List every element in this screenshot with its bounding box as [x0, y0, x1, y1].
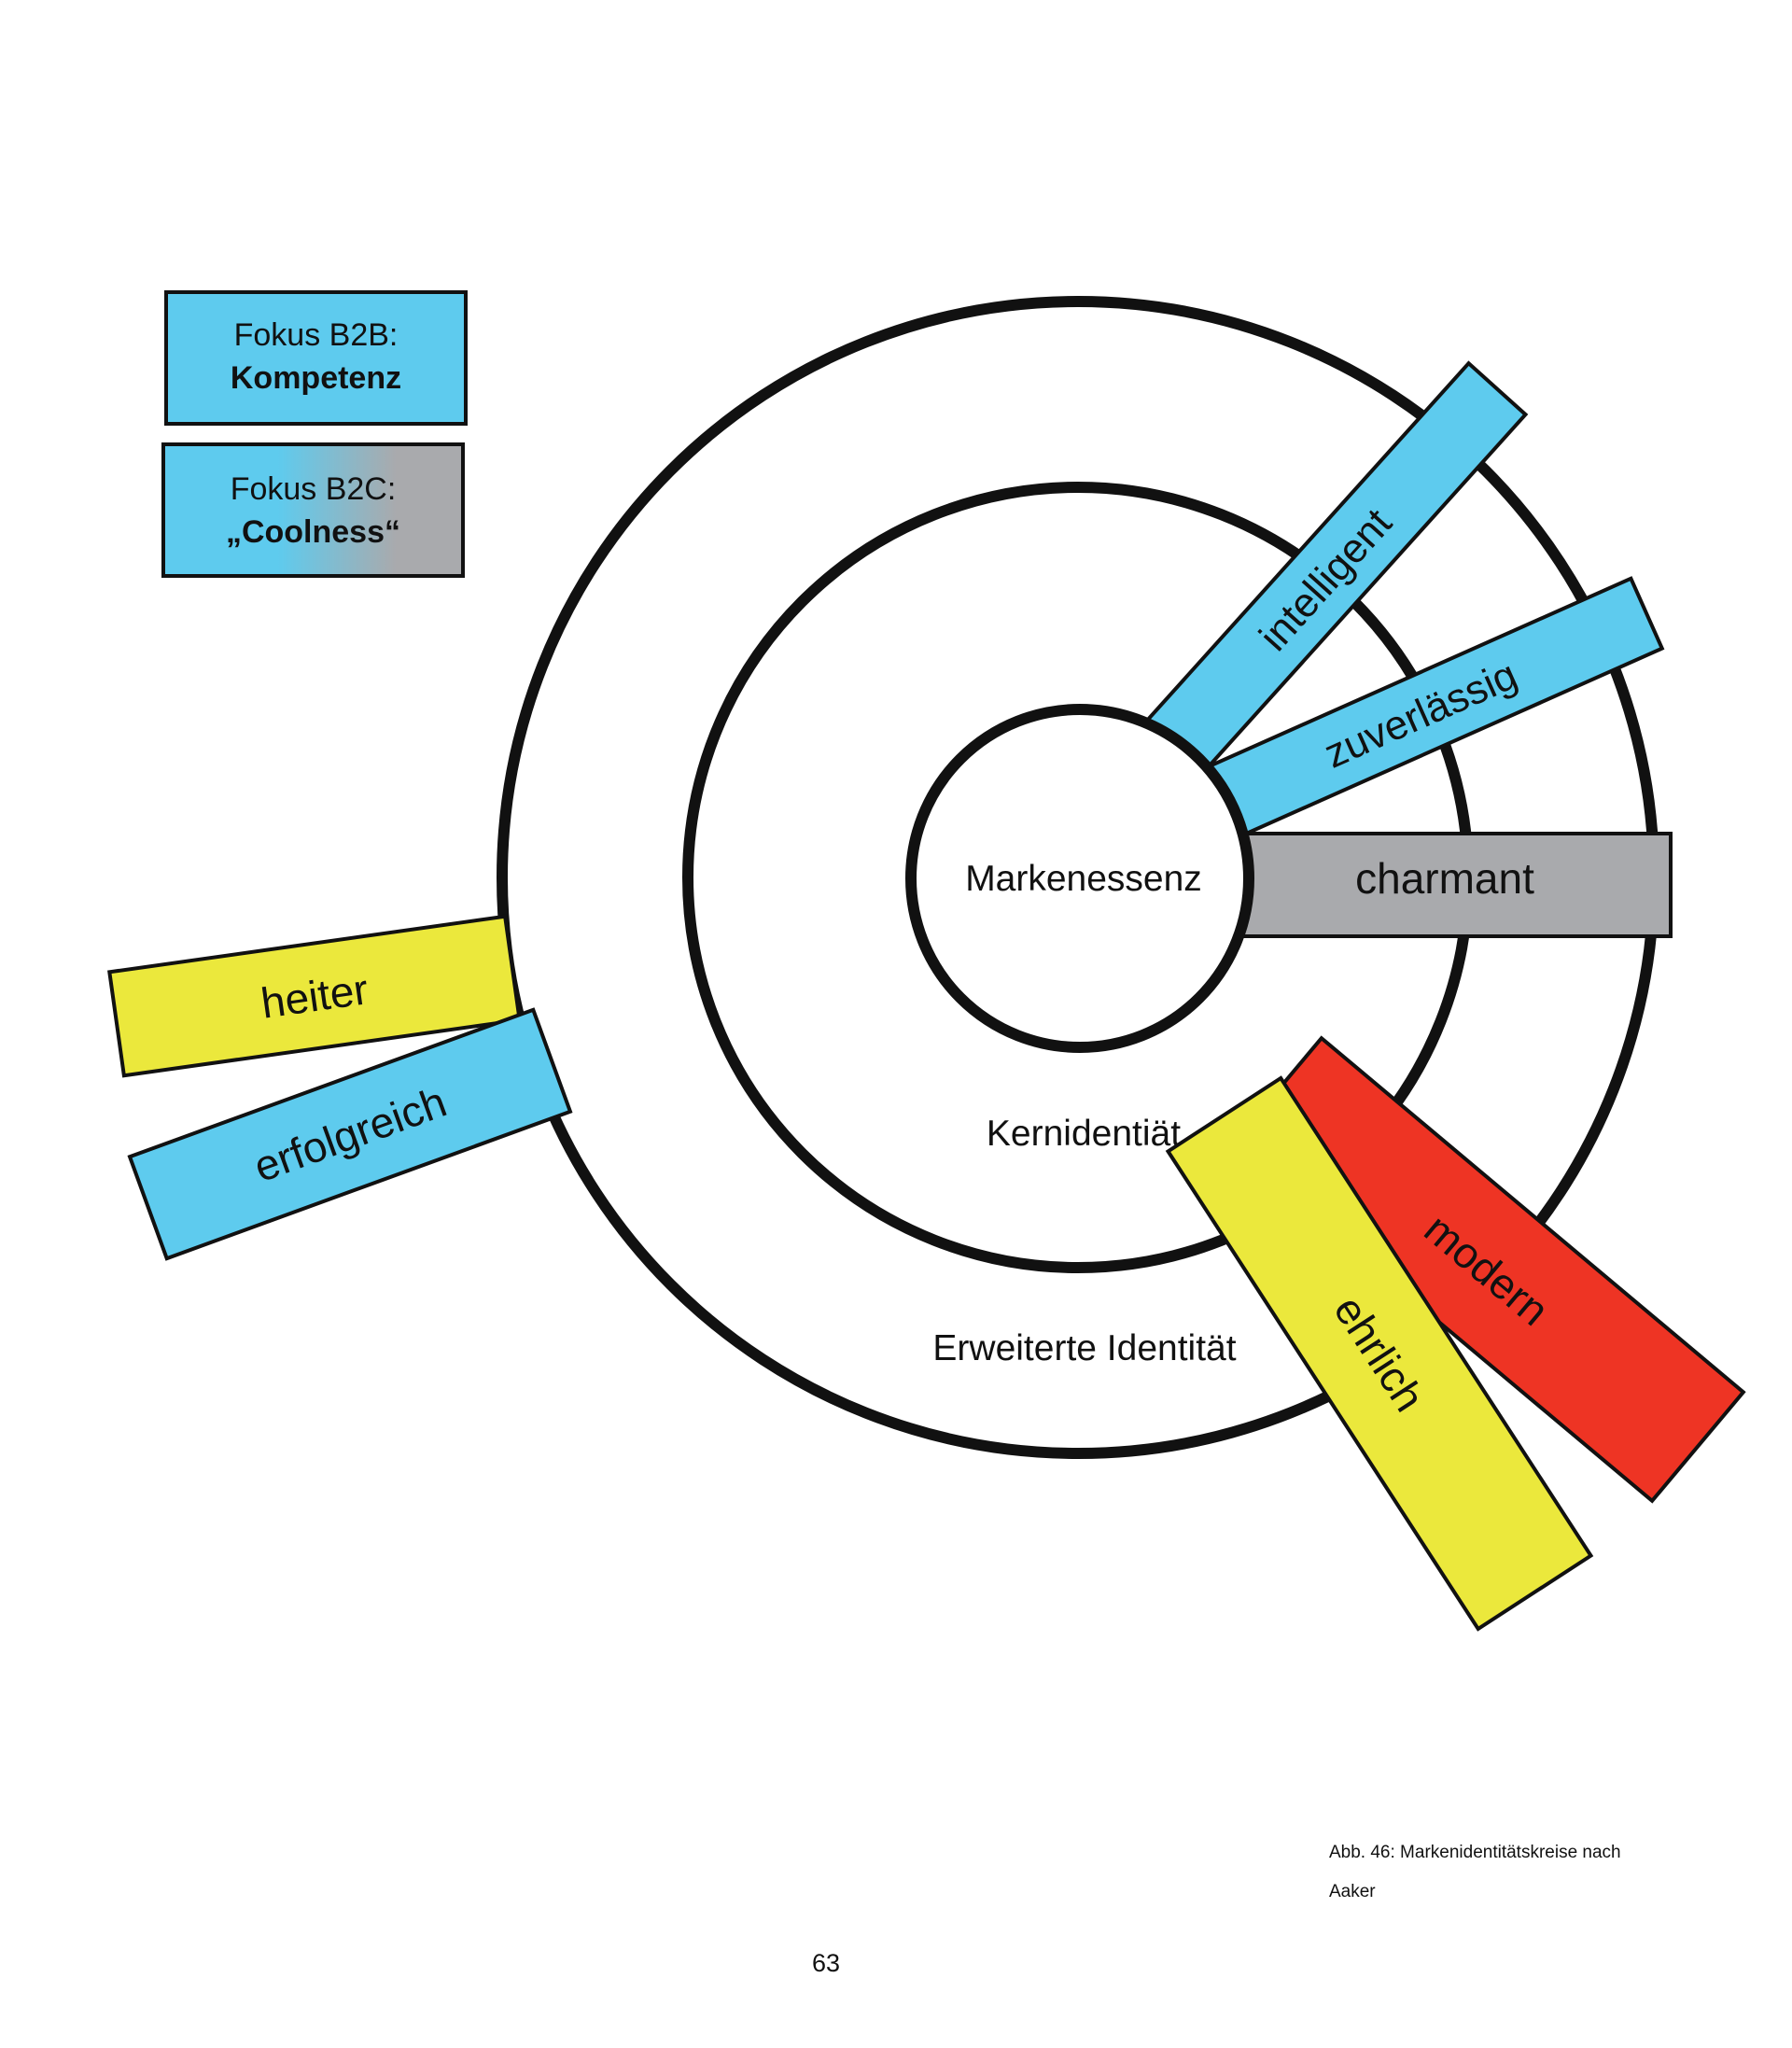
tag-charmant: charmant [1230, 832, 1673, 938]
caption-line-1: Abb. 46: Markenidentitätskreise nach [1329, 1843, 1621, 1862]
legend-b2b-focus: Kompetenz [230, 360, 402, 396]
page-number: 63 [811, 1949, 841, 1977]
legend-b2b: Fokus B2B: Kompetenz [164, 290, 468, 426]
tag-label: charmant [1355, 854, 1534, 903]
tag-heiter: heiter [107, 914, 522, 1078]
extended-identity-label: Erweiterte Identität [932, 1328, 1236, 1368]
legend-b2c-focus: „Coolness“ [225, 514, 401, 550]
core-identity-label: Kernidentiät [987, 1114, 1181, 1154]
legend-b2c-title: Fokus B2C: [230, 471, 397, 507]
brand-essence-circle [905, 704, 1254, 1053]
legend-b2c: Fokus B2C: „Coolness“ [161, 442, 465, 578]
figure-caption: Abb. 46: Markenidentitätskreise nach Aak… [1329, 1833, 1665, 1912]
caption-line-2: Aaker [1329, 1882, 1376, 1901]
tag-erfolgreich: erfolgreich [127, 1007, 573, 1261]
essence-label: Markenessenz [965, 859, 1202, 899]
legend-b2b-title: Fokus B2B: [233, 317, 399, 353]
tag-ehrlich: ehrlich [1165, 1075, 1594, 1632]
tag-modern: modern [1227, 1035, 1746, 1504]
